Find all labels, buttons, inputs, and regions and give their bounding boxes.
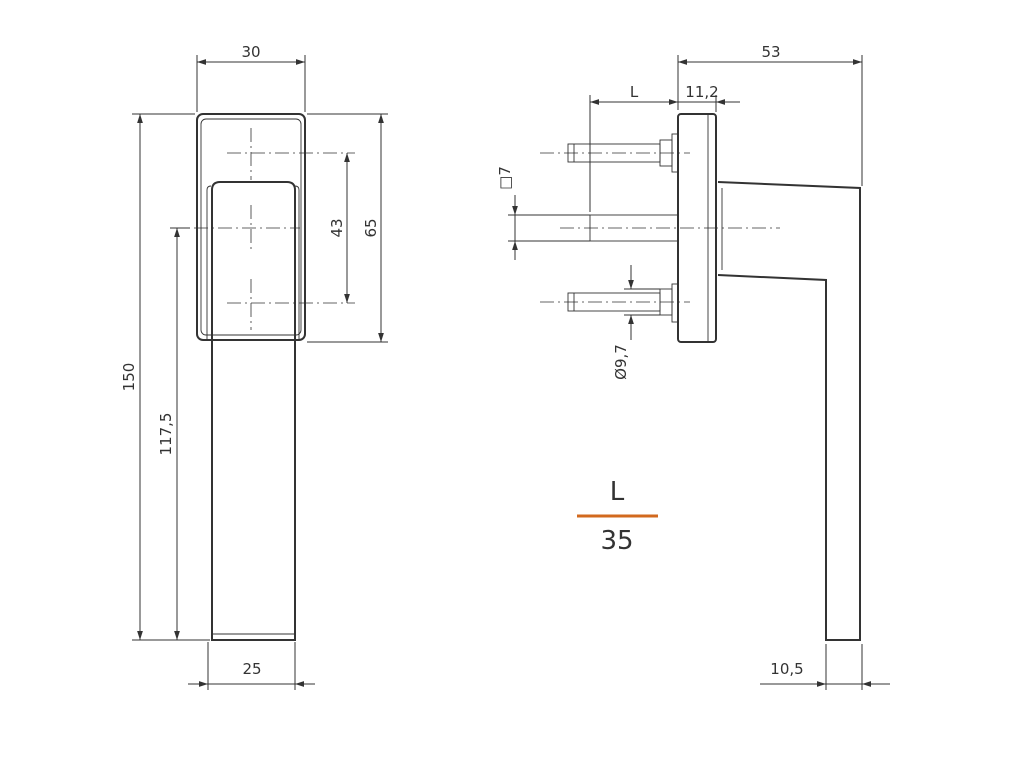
handle-grip-outline bbox=[211, 181, 296, 641]
dim-height-total: 150 bbox=[120, 363, 138, 392]
dim-depth-total: 53 bbox=[761, 43, 780, 61]
dim-square-spindle: □7 bbox=[496, 166, 514, 190]
dim-width-bottom: 25 bbox=[242, 660, 261, 678]
dim-grip-thickness: 10,5 bbox=[770, 660, 803, 678]
handle-grip-inner bbox=[206, 185, 212, 340]
length-table-header: L bbox=[610, 477, 625, 507]
dim-spindle-length: L bbox=[630, 83, 639, 101]
handle-grip-inner-right bbox=[294, 185, 300, 340]
side-view: 53 L 11,2 □7 Ø9,7 10,5 bbox=[496, 43, 890, 690]
rosette-outline bbox=[196, 113, 306, 341]
dim-width-top: 30 bbox=[241, 43, 260, 61]
front-view: 30 25 150 117,5 43 65 bbox=[120, 43, 388, 690]
lower-screw bbox=[567, 283, 679, 323]
dim-rosette-thickness: 11,2 bbox=[685, 83, 718, 101]
dim-screw-diameter: Ø9,7 bbox=[612, 344, 630, 380]
dim-rosette-height: 65 bbox=[362, 218, 380, 237]
length-table: L 35 bbox=[577, 477, 658, 556]
rosette-inner-outline bbox=[200, 118, 302, 336]
lever-side-outline bbox=[717, 181, 861, 641]
dim-height-grip: 117,5 bbox=[157, 413, 175, 456]
length-table-value: 35 bbox=[600, 526, 633, 556]
dim-screw-spacing: 43 bbox=[328, 218, 346, 237]
